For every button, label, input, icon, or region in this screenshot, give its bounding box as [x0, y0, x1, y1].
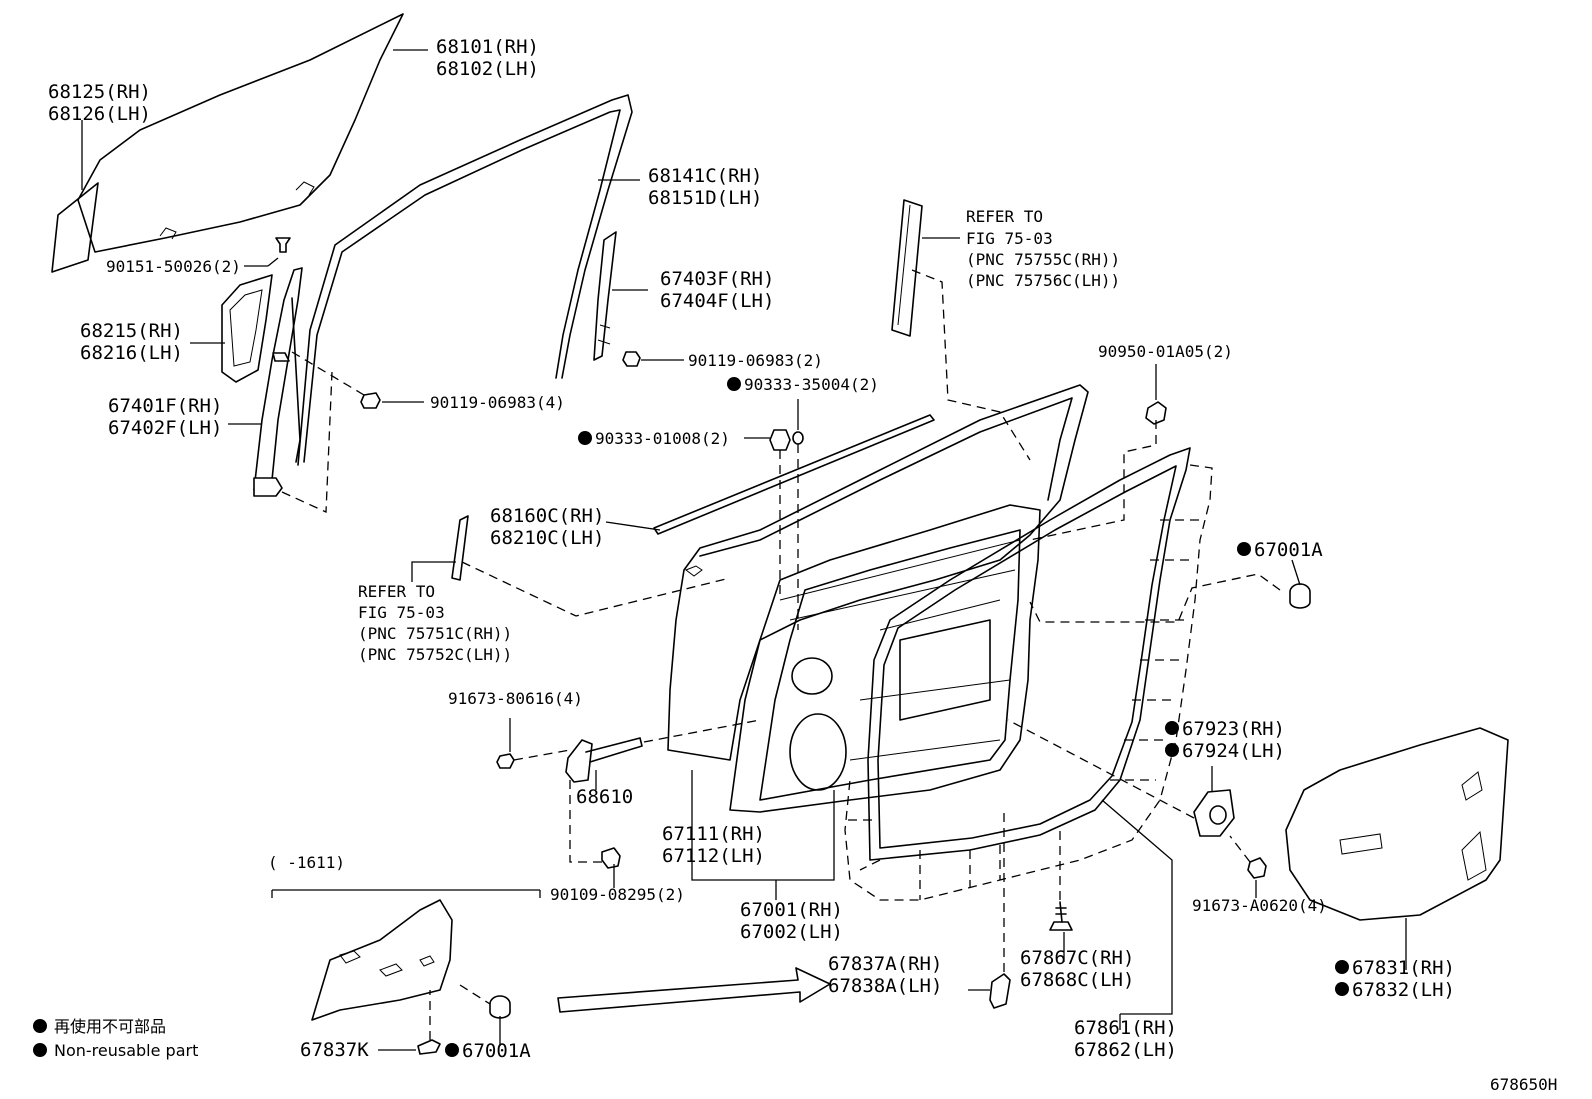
label-panel-68216: 68216(LH) [80, 342, 183, 364]
nonreusable-dot [578, 431, 592, 445]
label-glass-rh: 68101(RH) [436, 36, 539, 58]
nonreusable-dot [1165, 721, 1179, 735]
label-glass-filler-rh: 68125(RH) [48, 81, 151, 103]
screw-90119-b-drawing [360, 392, 381, 409]
refer-left-line2: FIG 75-03 [358, 603, 445, 622]
label-inset-67837k: 67837K [300, 1039, 369, 1061]
label-clip-90333-35004: 90333-35004(2) [744, 375, 879, 394]
label-screw-90119-b: 90119-06983(4) [430, 393, 565, 412]
figure-code: 678650H [1490, 1075, 1557, 1094]
label-service-cover-lh: 67832(LH) [1352, 979, 1455, 1001]
label-bolt-91673-a0620: 91673-A0620(4) [1192, 896, 1327, 915]
label-outer-panel-rh: 67111(RH) [662, 823, 765, 845]
nonreusable-dot [1335, 960, 1349, 974]
label-weatherstrip-rh: 67861(RH) [1074, 1017, 1177, 1039]
legend-line1: 再使用不可部品 [54, 1017, 166, 1036]
label-front-channel-lh: 67402F(LH) [108, 417, 222, 439]
label-rear-channel-rh: 67403F(RH) [660, 268, 774, 290]
nonreusable-dot [1237, 542, 1251, 556]
refer-top-line3: (PNC 75755C(RH)) [966, 250, 1120, 269]
label-run-channel-lh: 68151D(LH) [648, 187, 762, 209]
label-bolt-91673-80616: 91673-80616(4) [448, 689, 583, 708]
label-weatherstrip-lh: 67862(LH) [1074, 1039, 1177, 1061]
clip-67837a-drawing [989, 973, 1011, 1009]
clip-67837k-drawing [417, 1039, 441, 1055]
label-grommet-90950: 90950-01A05(2) [1098, 342, 1233, 361]
label-outer-panel-lh: 67112(LH) [662, 845, 765, 867]
nonreusable-dot [727, 377, 741, 391]
label-service-cover-rh: 67831(RH) [1352, 957, 1455, 979]
screw-90119-a-drawing [622, 351, 641, 367]
legend-dot-icon [33, 1043, 47, 1057]
label-clip-67867c: 67867C(RH) [1020, 947, 1134, 969]
nonreusable-dot [445, 1043, 459, 1057]
nonreusable-dot [1165, 743, 1179, 757]
label-clip-67868c: 67868C(LH) [1020, 969, 1134, 991]
legend: 再使用不可部品 Non-reusable part [33, 1017, 198, 1060]
refer-top-line1: REFER TO [966, 207, 1043, 226]
label-plug-67001a-right: 67001A [1254, 539, 1323, 561]
glass-filler-drawing [51, 182, 99, 273]
label-clip-90333-01008: 90333-01008(2) [595, 429, 730, 448]
service-hole-cover-drawing [1285, 727, 1509, 921]
legend-dot-icon [33, 1019, 47, 1033]
label-door-assy-rh: 67001(RH) [740, 899, 843, 921]
label-check-68610: 68610 [576, 786, 633, 808]
legend-line2: Non-reusable part [54, 1041, 198, 1060]
label-door-assy-lh: 67002(LH) [740, 921, 843, 943]
plug-67001a-inset-drawing [489, 995, 511, 1019]
door-outer-panel-drawing [653, 384, 1089, 761]
label-glass-lh: 68102(LH) [436, 58, 539, 80]
grommet-90950-drawing [1145, 401, 1167, 425]
refer-top-line4: (PNC 75756C(LH)) [966, 271, 1120, 290]
label-run-channel-rh: 68141C(RH) [648, 165, 762, 187]
label-cover-67923: 67923(RH) [1182, 718, 1285, 740]
screw-90151-drawing [275, 237, 291, 253]
label-screw-90119-a: 90119-06983(2) [688, 351, 823, 370]
label-screw-90151: 90151-50026(2) [106, 257, 241, 276]
label-cover-67924: 67924(LH) [1182, 740, 1285, 762]
clip-90333-35004-drawing [792, 431, 804, 445]
plug-67001a-right-drawing [1289, 583, 1311, 609]
label-rear-channel-lh: 67404F(LH) [660, 290, 774, 312]
label-weatherstrip-68210c: 68210C(LH) [490, 527, 604, 549]
label-glass-filler-lh: 68126(LH) [48, 103, 151, 125]
label-bolt-90109: 90109-08295(2) [550, 885, 685, 904]
front-channel-drawing [253, 267, 303, 497]
refer-left-trim-drawing [451, 515, 469, 581]
labels: 68101(RH) 68102(LH) 68125(RH) 68126(LH) … [48, 36, 1557, 1094]
cover-67923-drawing [1193, 789, 1235, 837]
clip-90333-01008-drawing [769, 429, 791, 451]
run-channel-drawing [297, 94, 633, 466]
arrow-to-main [557, 967, 831, 1013]
label-inset-range: ( -1611) [268, 853, 345, 872]
inset-box [271, 889, 541, 1021]
label-panel-68215: 68215(RH) [80, 320, 183, 342]
door-inner-drawing [729, 504, 1041, 813]
label-front-channel-rh: 67401F(RH) [108, 395, 222, 417]
door-glass-drawing [77, 13, 404, 253]
refer-top-line2: FIG 75-03 [966, 229, 1053, 248]
door-check-drawing [565, 737, 643, 783]
refer-top-sash-drawing [891, 199, 923, 337]
label-clip-67837a: 67837A(RH) [828, 953, 942, 975]
bolt-91673-a0620-drawing [1247, 857, 1267, 879]
refer-left-line4: (PNC 75752C(LH)) [358, 645, 512, 664]
label-clip-67838a: 67838A(LH) [828, 975, 942, 997]
clip-67867c-drawing [1049, 901, 1073, 931]
label-weatherstrip-68160c: 68160C(RH) [490, 505, 604, 527]
bolt-90109-drawing [601, 847, 621, 869]
panel-68215-drawing [221, 274, 273, 383]
rear-channel-drawing [593, 231, 617, 361]
bolt-91673-80616-drawing [496, 753, 515, 769]
refer-left-line3: (PNC 75751C(RH)) [358, 624, 512, 643]
label-inset-67001a: 67001A [462, 1040, 531, 1062]
nonreusable-dot [1335, 982, 1349, 996]
refer-left-line1: REFER TO [358, 582, 435, 601]
